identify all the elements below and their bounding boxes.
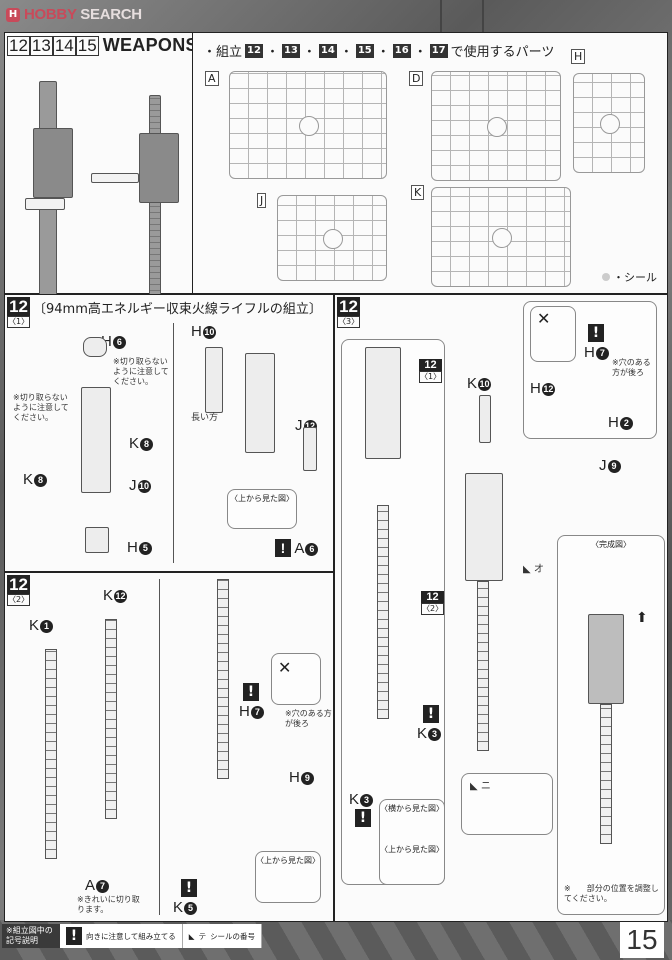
step-title: 〔94mm高エネルギー収束火線ライフルの組立〕	[33, 302, 322, 317]
wrong-icon: ✕	[278, 658, 292, 677]
wrong-orientation-callout: ✕	[271, 653, 321, 705]
top-view-callout: 〈上から見た図〉	[255, 851, 321, 903]
part-h6	[83, 337, 107, 357]
warning-icon: !	[243, 683, 259, 701]
sticker-icon: ◣	[188, 931, 195, 941]
completed-body	[588, 614, 624, 704]
symbol-legend: ※組立図中の記号説明 ! 向きに注意して組み立てる ◣ テ シールの番号	[2, 924, 263, 948]
part-h10	[205, 347, 223, 413]
sticker-icon	[602, 273, 610, 281]
step-12-1-panel: 12 〈1〉 〔94mm高エネルギー収束火線ライフルの組立〕 H6 ※切り取らな…	[4, 294, 334, 572]
runner-label-d: D	[409, 71, 424, 86]
step-number: 12 〈2〉	[7, 575, 31, 606]
wrong-orientation-callout: ✕	[530, 306, 576, 362]
page-number: 15	[620, 922, 664, 958]
sticker-legend: ・シール	[602, 269, 657, 285]
warning-icon: !	[588, 324, 604, 342]
warning-icon: !	[275, 539, 291, 557]
brand-icon: H	[6, 7, 20, 22]
brand-logo: H HOBBY SEARCH	[6, 6, 142, 23]
part-k1	[45, 649, 57, 859]
k3-view-callout: 〈横から見た図〉 〈上から見た図〉	[379, 799, 445, 885]
completed-barrel	[600, 704, 612, 844]
part-j12	[303, 427, 317, 471]
warning-icon: !	[423, 705, 439, 723]
up-arrow-icon: ⬆	[636, 610, 648, 626]
part-j10-body	[81, 387, 111, 493]
runner-k	[431, 187, 571, 287]
runner-label-h: H	[571, 49, 586, 64]
assembled-barrel	[217, 579, 229, 779]
weapons-title: 12 13 14 15 WEAPONS	[7, 35, 198, 56]
runner-h	[573, 73, 645, 173]
top-view-callout: 〈上から見た図〉	[227, 489, 297, 529]
warning-icon: !	[355, 809, 371, 827]
main-body	[465, 473, 503, 581]
part-h5	[85, 527, 109, 553]
sticker-detail-callout: ◣ ニ	[461, 773, 553, 835]
runner-label-k: K	[411, 185, 425, 200]
parts-heading: ・組立 12・ 13・ 14・ 15・ 16・ 17 で使用するパーツ	[203, 43, 555, 60]
part-k12	[105, 619, 117, 819]
warning-icon: !	[181, 879, 197, 897]
assembled-body-12-1	[365, 347, 401, 459]
runner-label-a: A	[205, 71, 219, 86]
step-number: 12 〈3〉	[337, 297, 361, 328]
runner-j	[277, 195, 387, 281]
wrong-icon: ✕	[537, 309, 551, 328]
sticker-o: ◣ オ	[523, 564, 544, 575]
runner-a	[229, 71, 387, 179]
barrel-12-2	[377, 505, 389, 719]
weapons-overview-panel: 12 13 14 15 WEAPONS	[4, 32, 197, 315]
ref-step-12-1: 12 〈1〉	[419, 359, 443, 383]
runner-d	[431, 71, 561, 181]
parts-used-panel: ・組立 12・ 13・ 14・ 15・ 16・ 17 で使用するパーツ A D …	[192, 32, 668, 294]
assembled-body	[245, 353, 275, 453]
ref-step-12-2: 12 〈2〉	[421, 591, 445, 615]
runner-label-j: J	[257, 193, 267, 208]
part-k10	[479, 395, 491, 443]
warning-icon: !	[66, 927, 82, 945]
completed-view-callout: 〈完成図〉 ⬆ ※ 部分の位置を調整してください。	[557, 535, 665, 915]
main-barrel	[477, 581, 489, 751]
step-number: 12 〈1〉	[7, 297, 31, 328]
